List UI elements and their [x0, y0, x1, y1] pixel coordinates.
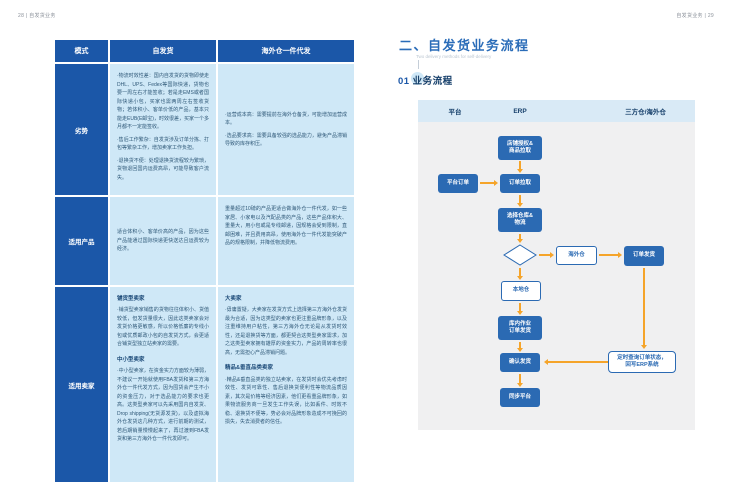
bullet-text: ·物流时效性差：国内自发货的货物即使走DHL、UPS、Fedex等国际快递，货物… — [117, 73, 209, 130]
table-header-overseas: 海外仓一件代发 — [218, 40, 354, 62]
node-line: 回写ERP系统 — [625, 362, 659, 368]
node-line: 定时查询订单状态， — [617, 354, 667, 361]
cell-disadvantages-self-delivery: ·物流时效性差：国内自发货的货物即使走DHL、UPS、Fedex等国际快递，货物… — [110, 64, 216, 195]
flow-node-platform-order: 平台订单 — [438, 174, 478, 193]
cell-sellers-overseas: 大卖家 ·毋庸置疑，大卖家在发货方式上选择第三方海外仓发货最为合适，因为这类型的… — [218, 287, 354, 482]
table-header-self-delivery: 自发货 — [110, 40, 216, 62]
arrow-down-icon — [516, 303, 523, 315]
column-header-erp: ERP — [513, 107, 527, 115]
arrow-right-icon — [599, 251, 622, 258]
cell-products-overseas: 重量超过10磅的产品更适合做海外仓一件代发，如一些家居、小家电以及汽配品类的产品… — [218, 197, 354, 285]
page-header-left: 28 | 自发货业务 — [18, 13, 56, 19]
section-number-dot — [411, 72, 424, 85]
cell-disadvantages-overseas: ·运营成本高：需要提前在海外仓备货，可能增加运营成本。 ·选品要求高：需要具备较… — [218, 64, 354, 195]
comparison-table: 模式 自发货 海外仓一件代发 劣势 ·物流时效性差：国内自发货的货物即使走DHL… — [55, 40, 354, 482]
arrow-down-icon — [516, 195, 523, 207]
node-line: 物流 — [514, 220, 526, 226]
seller-section: 中小型卖家 ·中小型卖家，在资金实力方面较为薄弱，不建议一开始就使用FBA发货和… — [117, 356, 209, 444]
flowchart-panel: 平台 ERP 三方仓/海外仓 店铺授权& 商品拉取 平台订单 订单拉取 选择仓库… — [418, 100, 695, 430]
arrow-down-icon — [516, 342, 523, 352]
cell-text: 适合体积小、客单价高的产品，因为这些产品能通过国际快递更快送达且运费较为经济。 — [117, 229, 209, 253]
flow-node-query-status: 定时查询订单状态， 回写ERP系统 — [608, 351, 676, 373]
section-subtitle: Two delivery methods for self-delivery — [416, 54, 492, 59]
seller-section-heading: 大卖家 — [225, 296, 242, 302]
node-line: 订单发货 — [508, 328, 531, 334]
flow-node-local-warehouse: 本地仓 — [501, 281, 541, 301]
node-line: 商品拉取 — [508, 148, 531, 154]
node-line: 店铺授权& — [507, 140, 533, 147]
flow-node-inwarehouse-ops: 库内作业 订单发货 — [498, 316, 542, 340]
arrow-right-icon — [539, 251, 554, 258]
node-line: 库内作业 — [508, 320, 531, 327]
row-label-suitable-products: 适用产品 — [55, 197, 108, 285]
section-title: 二、自发货业务流程 — [399, 38, 530, 53]
bullet-text: ·运营成本高：需要提前在海外仓备货，可能增加运营成本。 — [225, 111, 347, 127]
seller-section-heading: 铺货型卖家 — [117, 296, 145, 302]
flow-node-order-ship: 订单发货 — [624, 246, 664, 266]
bullet-text: ·选品要求高：需要具备较强的选品能力，避免产品滞销导致的库存积压。 — [225, 132, 347, 148]
flow-node-confirm-ship: 确认发货 — [500, 353, 540, 372]
title-tick-divider — [418, 60, 419, 69]
subsection-number: 01 — [398, 76, 410, 87]
seller-section-body: ·毋庸置疑，大卖家在发货方式上选择第三方海外仓发货最为合适，因为这类型的卖家也更… — [225, 307, 347, 356]
column-header-3pl-overseas: 三方仓/海外仓 — [625, 109, 666, 116]
flow-node-order-pull: 订单拉取 — [500, 174, 540, 193]
node-line: 选择仓库& — [507, 212, 533, 219]
seller-section-body: ·中小型卖家，在资金实力方面较为薄弱，不建议一开始就使用FBA发货和第三方海外仓… — [117, 368, 209, 443]
seller-section-heading: 中小型卖家 — [117, 356, 145, 363]
arrow-left-icon — [544, 358, 608, 365]
flow-node-sync-platform: 同步平台 — [500, 388, 540, 407]
seller-section: 大卖家 ·毋庸置疑，大卖家在发货方式上选择第三方海外仓发货最为合适，因为这类型的… — [225, 295, 347, 357]
row-label-disadvantages: 劣势 — [55, 64, 108, 195]
column-header-platform: 平台 — [448, 109, 462, 116]
arrow-down-icon — [516, 268, 523, 280]
flow-node-choose-warehouse: 选择仓库& 物流 — [498, 208, 542, 232]
flow-node-shop-auth: 店铺授权& 商品拉取 — [498, 136, 542, 160]
bullet-text: ·售后工作繁杂：自发货涉及订单分拣、打包等繁杂工作，增加卖家工作负担。 — [117, 136, 209, 152]
flow-decision-diamond — [503, 244, 537, 266]
flowchart-column-headers: 平台 ERP 三方仓/海外仓 — [418, 100, 695, 122]
flow-node-overseas-warehouse: 海外仓 — [556, 246, 597, 265]
seller-section: 精品&垂直品类卖家 ·精品&垂直品类的独立站卖家，在发货时会优先考虑时效性、发货… — [225, 364, 347, 426]
subsection-title: 业务流程 — [412, 76, 453, 87]
seller-section-body: ·铺货型卖家销售的货物往往体积小、货值较低，但发货量很大，因此这类卖家会对发货价… — [117, 307, 209, 348]
bullet-text: ·退换货不便：处理退换货流程较为繁琐，货物退回国内运费高昂，可能导致客户流失。 — [117, 157, 209, 181]
arrow-down-icon — [516, 234, 523, 243]
cell-sellers-self-delivery: 铺货型卖家 ·铺货型卖家销售的货物往往体积小、货值较低，但发货量很大，因此这类卖… — [110, 287, 216, 482]
seller-section-heading: 精品&垂直品类卖家 — [225, 365, 273, 372]
arrow-right-icon — [480, 179, 498, 186]
page-header-right: 自发货业务 | 29 — [676, 13, 714, 19]
seller-section: 铺货型卖家 ·铺货型卖家销售的货物往往体积小、货值较低，但发货量很大，因此这类卖… — [117, 295, 209, 349]
table-header-mode: 模式 — [55, 40, 108, 62]
arrow-down-icon — [516, 161, 523, 173]
seller-section-body: ·精品&垂直品类的独立站卖家，在发货时会优先考虑时效性、发货可靠性、售后退换货便… — [225, 376, 347, 426]
arrow-down-icon — [640, 268, 647, 349]
arrow-down-icon — [516, 374, 523, 387]
cell-text: 重量超过10磅的产品更适合做海外仓一件代发，如一些家居、小家电以及汽配品类的产品… — [225, 206, 347, 246]
row-label-suitable-sellers: 适用卖家 — [55, 287, 108, 482]
cell-products-self-delivery: 适合体积小、客单价高的产品，因为这些产品能通过国际快递更快送达且运费较为经济。 — [110, 197, 216, 285]
